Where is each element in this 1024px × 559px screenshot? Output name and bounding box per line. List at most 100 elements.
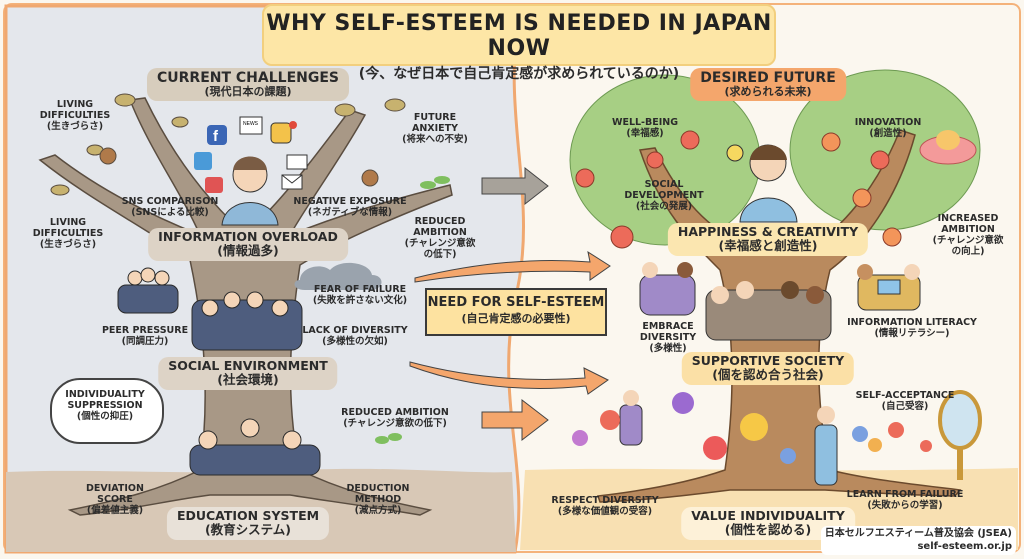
section-supportive-society: SUPPORTIVE SOCIETY(個を認め合う社会) <box>681 352 855 385</box>
happy-person-illustration <box>739 144 798 223</box>
need-for-self-esteem-banner: NEED FOR SELF-ESTEEM (自己肯定感の必要性) <box>425 288 607 336</box>
label-well-being: WELL-BEING(幸福感) <box>611 117 679 140</box>
label-information-literacy: INFORMATION LITERACY(情報リテラシー) <box>847 317 977 340</box>
label-deviation-score: DEVIATION SCORE(偏差値主義) <box>80 483 150 517</box>
label-lack-of-diversity: LACK OF DIVERSITY(多様性の欠如) <box>302 325 407 348</box>
label-japanese-text: (多様性の欠如) <box>322 335 388 347</box>
label-japanese-text: (同調圧力) <box>121 335 169 347</box>
label-japanese-text: (社会の発展) <box>635 200 693 212</box>
mirror-icon <box>938 390 982 480</box>
label-english-text: INDIVIDUALITY SUPPRESSION <box>65 389 145 411</box>
twitter-icon <box>194 152 212 170</box>
label-english-text: RESPECT DIVERSITY <box>551 495 659 506</box>
label-japanese-text: (生きづらさ) <box>39 238 97 250</box>
label-living-difficulties-1: LIVING DIFFICULTIES(生きづらさ) <box>35 99 115 133</box>
withered-leaves <box>50 93 406 196</box>
label-english-text: REDUCED AMBITION <box>413 216 467 238</box>
label-english-text: NEED FOR SELF-ESTEEM <box>427 295 605 310</box>
label-english-text: WELL-BEING <box>611 117 679 128</box>
label-english-text: INFORMATION OVERLOAD <box>158 229 338 244</box>
label-japanese-text: (教育システム) <box>204 522 292 538</box>
label-english-text: LIVING DIFFICULTIES <box>32 217 104 239</box>
label-japanese-text: (情報過多) <box>217 243 279 259</box>
label-sns-comparison: SNS COMPARISON(SNSによる比較) <box>122 196 219 219</box>
label-reduced-ambition-2: REDUCED AMBITION(チャレンジ意欲の低下) <box>341 407 449 430</box>
label-japanese-text: (多様性) <box>649 342 687 354</box>
label-embrace-diversity: EMBRACE DIVERSITY(多様性) <box>638 321 698 355</box>
label-future-anxiety: FUTURE ANXIETY(将来への不安) <box>400 112 470 146</box>
label-learn-from-failure: LEARN FROM FAILURE(失敗からの学習) <box>846 489 964 512</box>
label-english-text: INFORMATION LITERACY <box>847 317 977 328</box>
label-english-text: VALUE INDIVIDUALITY <box>691 508 845 523</box>
label-english-text: SUPPORTIVE SOCIETY <box>691 353 845 368</box>
label-english-text: DEDUCTION METHOD <box>346 483 410 505</box>
label-deduction-method: DEDUCTION METHOD(減点方式) <box>343 483 413 517</box>
label-english-text: REDUCED AMBITION <box>341 407 449 418</box>
label-english-text: EMBRACE DIVERSITY <box>639 321 697 343</box>
label-english-text: FUTURE ANXIETY <box>411 112 458 134</box>
sns-icons: f NEWS <box>194 116 308 193</box>
label-japanese-text: (多様な価値観の受容) <box>557 505 653 517</box>
label-japanese-text: (求められる未来) <box>724 85 812 99</box>
label-japanese-text: (自己受容) <box>881 400 929 412</box>
label-english-text: CURRENT CHALLENGES <box>157 70 339 86</box>
label-english-text: LEARN FROM FAILURE <box>846 489 964 500</box>
label-japanese-text: (減点方式) <box>354 504 402 516</box>
label-living-difficulties-2: LIVING DIFFICULTIES(生きづらさ) <box>28 217 108 251</box>
flowers <box>572 392 932 464</box>
label-peer-pressure: PEER PRESSURE(同調圧力) <box>101 325 189 348</box>
label-english-text: INNOVATION <box>854 117 922 128</box>
page-title: WHY SELF-ESTEEM IS NEEDED IN JAPAN NOW <box>266 11 772 61</box>
newspaper-icon <box>286 154 308 170</box>
label-japanese-text: (幸福感) <box>626 127 664 139</box>
label-english-text: NEGATIVE EXPOSURE <box>293 196 407 207</box>
storm-cloud-icon <box>294 262 382 290</box>
label-english-text: PEER PRESSURE <box>101 325 189 336</box>
svg-text:f: f <box>213 128 219 145</box>
label-self-acceptance: SELF-ACCEPTANCE(自己受容) <box>855 390 955 413</box>
label-individuality-suppression: INDIVIDUALITY SUPPRESSION(個性の抑圧) <box>55 389 155 423</box>
label-japanese-text: (失敗を許さない文化) <box>312 294 408 306</box>
apples <box>575 130 902 249</box>
chat-icon <box>205 177 223 193</box>
label-english-text: SOCIAL DEVELOPMENT <box>624 179 704 201</box>
label-japanese-text: (偏差値主義) <box>86 504 144 516</box>
label-social-development: SOCIAL DEVELOPMENT(社会の発展) <box>624 179 704 213</box>
label-english-text: SELF-ACCEPTANCE <box>855 390 955 401</box>
label-english-text: INCREASED AMBITION <box>937 213 999 235</box>
label-japanese-text: (チャレンジ意欲の低下) <box>404 237 476 260</box>
lightbulb-icon <box>726 144 744 162</box>
people-illustrations <box>619 262 921 486</box>
bell-icon <box>270 122 292 144</box>
label-english-text: FEAR OF FAILURE <box>313 284 407 295</box>
label-japanese-text: (SNSによる比較) <box>131 206 209 218</box>
section-happiness-creativity: HAPPINESS & CREATIVITY(幸福感と創造性) <box>667 223 869 256</box>
organization-name: 日本セルフエスティーム普及協会 (JSEA) <box>824 528 1012 539</box>
label-fear-of-failure: FEAR OF FAILURE(失敗を許さない文化) <box>312 284 408 307</box>
label-respect-diversity: RESPECT DIVERSITY(多様な価値観の受容) <box>551 495 659 518</box>
label-increased-ambition: INCREASED AMBITION(チャレンジ意欲の向上) <box>928 213 1008 258</box>
label-japanese-text: (現代日本の課題) <box>204 85 292 99</box>
footer-credit: 日本セルフエスティーム普及協会 (JSEA) self-esteem.or.jp <box>820 526 1016 555</box>
label-reduced-ambition-1: REDUCED AMBITION(チャレンジ意欲の低下) <box>400 216 480 261</box>
label-japanese-text: (失敗からの学習) <box>867 499 943 511</box>
website-url: self-esteem.or.jp <box>917 540 1012 552</box>
label-japanese-text: (社会環境) <box>217 372 279 388</box>
label-english-text: EDUCATION SYSTEM <box>176 508 320 523</box>
transition-arrows <box>409 166 611 442</box>
label-japanese-text: (チャレンジ意欲の低下) <box>343 417 447 429</box>
label-english-text: DEVIATION SCORE <box>86 483 144 505</box>
label-japanese-text: (生きづらさ) <box>46 120 104 132</box>
label-innovation: INNOVATION(創造性) <box>854 117 922 140</box>
label-english-text: NEWS <box>243 121 259 127</box>
sprout-icon <box>375 176 450 444</box>
label-japanese-text: (個性の抑圧) <box>76 410 134 422</box>
label-negative-exposure: NEGATIVE EXPOSURE(ネガティブな情報) <box>293 196 407 219</box>
label-japanese-text: (チャレンジ意欲の向上) <box>932 234 1004 257</box>
label-japanese-text: (幸福感と創造性) <box>718 238 818 254</box>
desired-future-header: DESIRED FUTURE(求められる未来) <box>690 68 846 101</box>
label-english-text: LIVING DIFFICULTIES <box>39 99 111 121</box>
title-banner: WHY SELF-ESTEEM IS NEEDED IN JAPAN NOW (… <box>262 4 776 82</box>
label-japanese-text: (個を認め合う社会) <box>712 367 824 383</box>
